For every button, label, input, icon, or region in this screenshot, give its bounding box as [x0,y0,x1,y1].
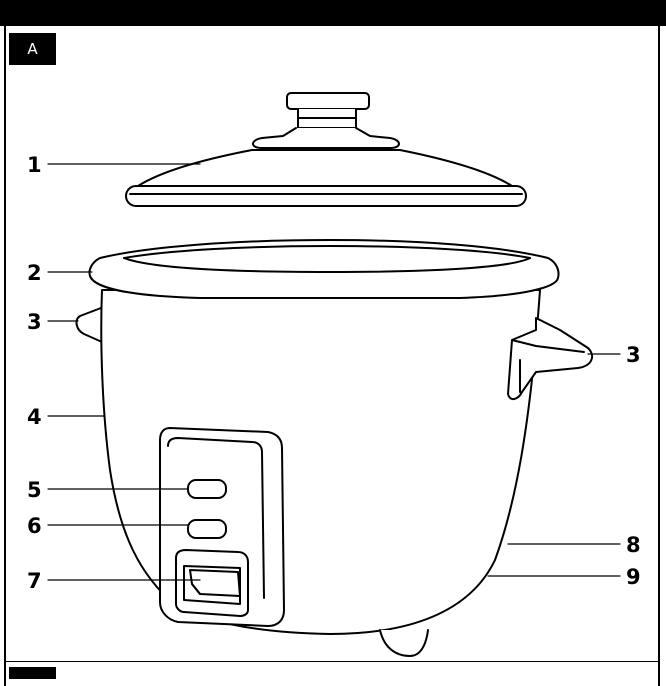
lid-dome [127,149,523,191]
switch-lever [189,569,241,597]
switch-lever-edge [191,583,201,595]
inner-pot-edge [123,257,531,273]
callout-3-left: 3 [27,310,42,334]
callout-4: 4 [27,405,42,429]
callout-7: 7 [27,569,42,593]
lid-knob-base [252,127,400,149]
callout-2: 2 [27,261,42,285]
callout-5: 5 [27,478,42,502]
section-label: A [9,33,56,65]
control-panel [159,427,285,627]
right-handle-ridge [511,339,585,353]
indicator-light-cooking [187,479,227,499]
callout-3-right: 3 [626,343,641,367]
left-handle [75,307,103,343]
panel-inner-bevel [167,437,265,599]
leader-lines [47,163,621,581]
right-handle [507,317,594,400]
callout-8: 8 [626,533,641,557]
lid [125,92,527,207]
rim-band [88,239,560,299]
switch-recess [183,565,241,605]
bottom-rule [4,661,660,662]
foot-right [379,629,429,657]
rim-inner-edge [123,245,531,259]
lid-rim [125,185,527,207]
outer-rim [88,239,560,299]
callout-6: 6 [27,514,42,538]
indicator-light-warm [187,519,227,539]
lid-knob-top [286,92,370,110]
callout-1: 1 [27,153,42,177]
cooker-body [75,289,594,657]
callout-9: 9 [626,565,641,589]
callout-numbers: 1 2 3 3 4 5 6 7 8 9 [27,153,641,593]
figure-frame [4,26,660,686]
top-black-bar [0,0,666,26]
